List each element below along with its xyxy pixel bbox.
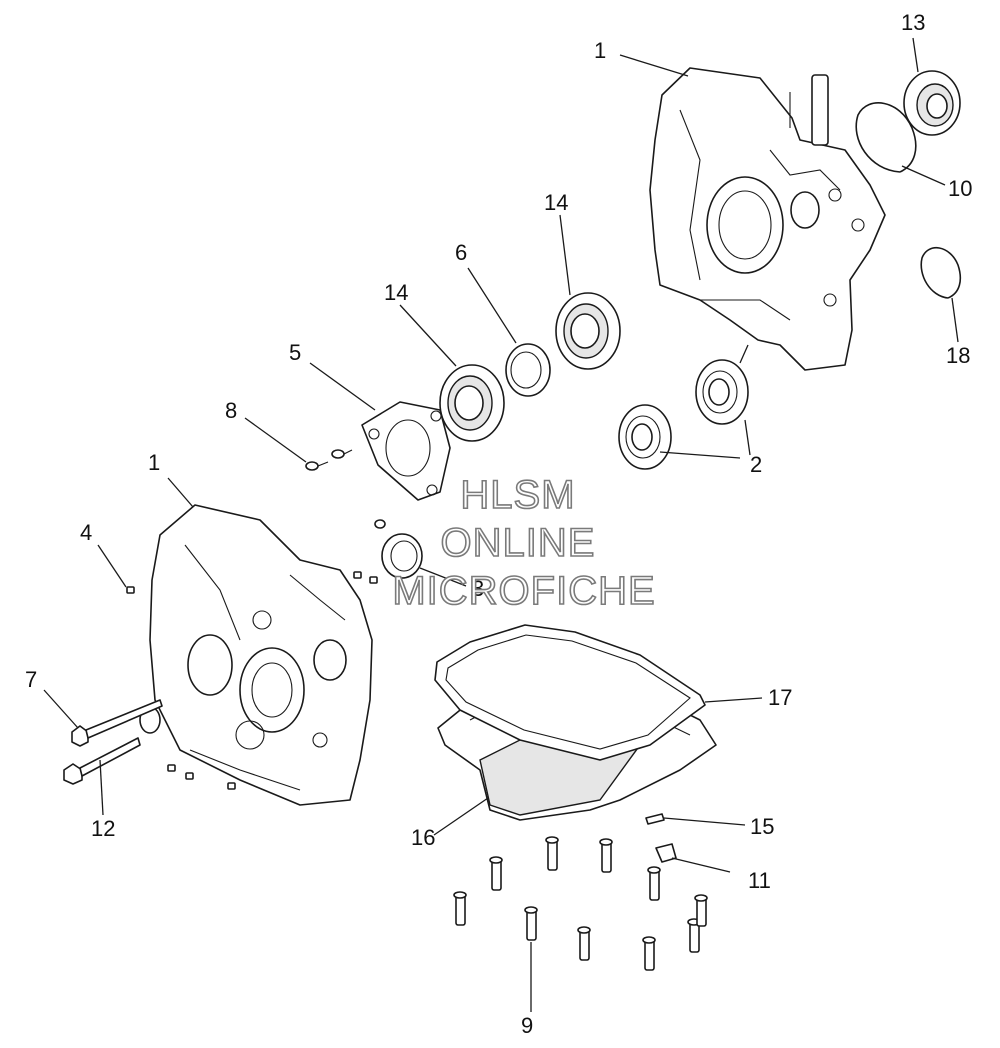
callout-14-upper: 14 bbox=[544, 190, 568, 215]
bushing-6 bbox=[505, 343, 551, 397]
bushing-3 bbox=[374, 519, 423, 579]
callout-8: 8 bbox=[225, 398, 237, 423]
bearing-14-lower bbox=[439, 364, 505, 442]
bolt-9-e bbox=[453, 891, 467, 926]
bearing-14-upper bbox=[555, 292, 621, 370]
callout-9: 9 bbox=[521, 1013, 533, 1038]
callout-1-upper: 1 bbox=[594, 38, 606, 63]
callout-7: 7 bbox=[25, 667, 37, 692]
bolt-9-d bbox=[647, 866, 661, 901]
callout-13: 13 bbox=[901, 10, 925, 35]
bearing-2-lower bbox=[618, 404, 672, 470]
crankcase-half-left bbox=[139, 504, 373, 806]
gasket-17 bbox=[434, 624, 706, 761]
callout-4: 4 bbox=[80, 520, 92, 545]
bolt-9-h bbox=[642, 936, 656, 971]
bolt-9-g bbox=[577, 926, 591, 961]
watermark: HLSM ONLINE MICROFICHE bbox=[392, 472, 656, 614]
bolt-12 bbox=[63, 737, 141, 785]
callout-11: 11 bbox=[748, 868, 771, 893]
drain-plug-11 bbox=[655, 843, 677, 863]
callout-5: 5 bbox=[289, 340, 301, 365]
callout-15: 15 bbox=[750, 814, 774, 839]
callout-16: 16 bbox=[411, 825, 435, 850]
bolt-7 bbox=[71, 699, 163, 747]
callout-3: 3 bbox=[472, 576, 484, 601]
snap-ring-18 bbox=[920, 247, 962, 299]
callout-2: 2 bbox=[750, 452, 762, 477]
callout-12: 12 bbox=[91, 816, 115, 841]
retainer-plate-5 bbox=[361, 401, 451, 501]
callout-6: 6 bbox=[455, 240, 467, 265]
callout-17: 17 bbox=[768, 685, 792, 710]
crankcase-half-right bbox=[649, 67, 886, 371]
callout-14-lower: 14 bbox=[384, 280, 408, 305]
bolt-9-b bbox=[545, 836, 559, 871]
callout-10: 10 bbox=[948, 176, 972, 201]
bolt-9-a bbox=[489, 856, 503, 891]
dowel-pins-4 bbox=[126, 571, 378, 790]
callout-1-lower: 1 bbox=[148, 450, 160, 475]
bolt-9-c bbox=[599, 838, 613, 873]
washer-15 bbox=[645, 813, 665, 825]
bearing-2-upper bbox=[695, 359, 749, 425]
callout-labels: 1 13 10 18 14 6 14 5 8 2 1 4 3 7 12 17 1… bbox=[25, 10, 972, 1038]
bolt-9-f bbox=[524, 906, 538, 941]
snap-ring-10 bbox=[855, 102, 917, 173]
callout-18: 18 bbox=[946, 343, 970, 368]
leader-lines bbox=[43, 37, 959, 1012]
bolt-9-j bbox=[694, 894, 708, 927]
watermark-line-1: HLSM bbox=[460, 473, 575, 517]
bolts-9 bbox=[453, 836, 708, 971]
screws-8 bbox=[305, 449, 353, 471]
watermark-line-2: ONLINE bbox=[441, 521, 596, 565]
watermark-line-3: MICROFICHE bbox=[392, 569, 655, 613]
oil-seal-13 bbox=[903, 70, 961, 136]
